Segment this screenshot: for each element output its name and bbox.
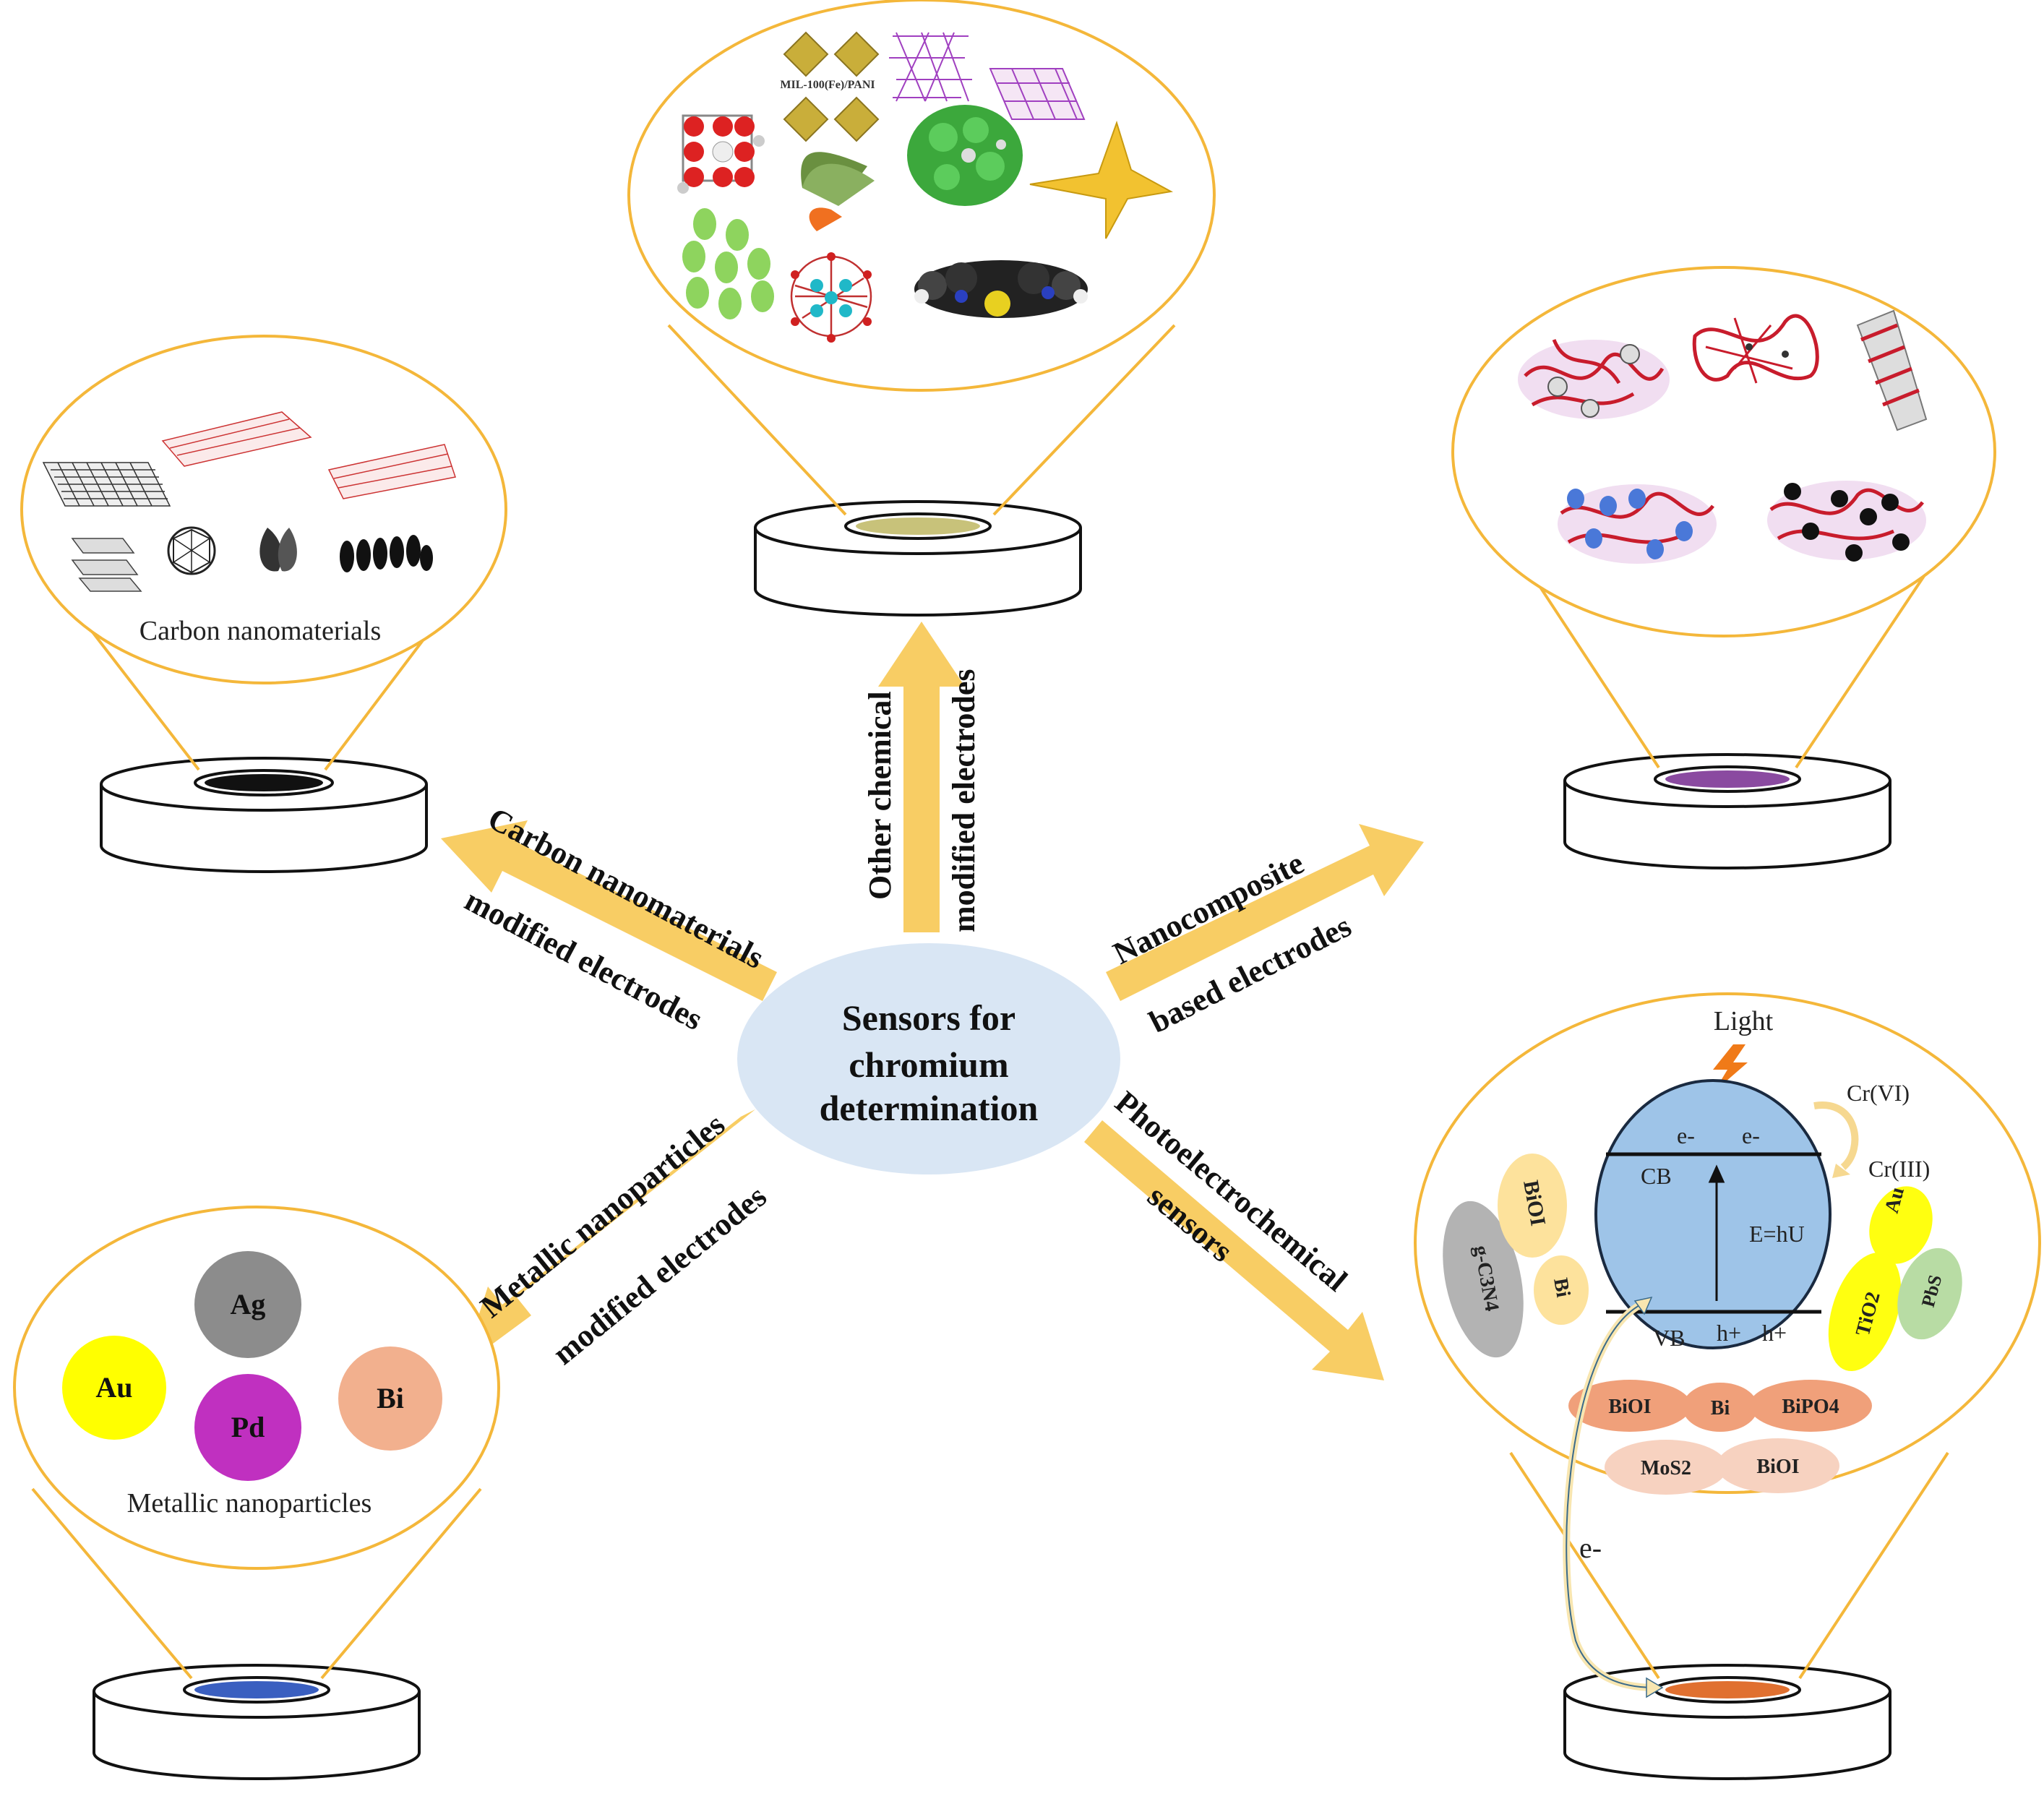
hole-1: h+	[1717, 1320, 1741, 1346]
bioi-bottom2-label: BiOI	[1756, 1456, 1799, 1478]
arrow-metallic	[463, 1109, 755, 1366]
polymer-network-icon-2	[1692, 314, 1819, 384]
hole-2: h+	[1762, 1320, 1787, 1346]
cr3-label: Cr(III)	[1868, 1156, 1930, 1182]
bi-bottom-ellipse	[1683, 1383, 1758, 1432]
mof-label: MIL-100(Fe)/PANI	[780, 79, 875, 91]
label-metallic-line1: Metallic nanoparticles	[473, 1107, 731, 1325]
other-illustrations: MIL-100(Fe)/PANI	[677, 31, 1174, 343]
stacked-graphene-icon	[71, 538, 142, 592]
vb-label: VB	[1653, 1325, 1685, 1351]
bi-bottom-label: Bi	[1711, 1397, 1730, 1419]
crystal-cube-icon	[677, 114, 765, 194]
bubble-other	[627, 0, 1216, 516]
bipo4-label: BiPO4	[1782, 1396, 1839, 1418]
photo-illustrations: Light e- e- CB VB h+ h+ E=hU Cr(VI) Cr(I…	[1443, 1006, 1962, 1698]
label-carbon-line1: Carbon nanomaterials	[482, 801, 769, 976]
np-bi-label: Bi	[377, 1382, 404, 1414]
np-au-circle	[62, 1336, 166, 1440]
carbon-illustrations: Carbon nanomaterials	[42, 411, 456, 646]
polyoxometalate-icon	[790, 252, 872, 343]
np-ag-label: Ag	[231, 1288, 266, 1320]
gold-star-icon	[1029, 120, 1174, 239]
cnt-polymer-icon	[1856, 309, 1928, 431]
electrode-nanocomposite	[1563, 753, 1891, 869]
electron-2: e-	[1742, 1122, 1760, 1148]
bi-left-label: Bi	[1549, 1276, 1574, 1300]
lattice-icon-1	[889, 32, 972, 102]
electrode-other	[754, 500, 1082, 617]
metallic-illustrations: Ag Au Pd Bi Metallic nanoparticles	[62, 1251, 442, 1519]
cr6-label: Cr(VI)	[1847, 1080, 1910, 1106]
np-au-label: Au	[95, 1371, 132, 1404]
carbon-nanohorn-icon	[259, 528, 297, 572]
label-other-line1: Other chemical	[862, 691, 898, 900]
graphene-sheet-icon	[42, 462, 171, 507]
tio2-ellipse	[1828, 1252, 1902, 1372]
electron-1: e-	[1677, 1122, 1695, 1148]
arrow-nanocomposite	[1106, 824, 1424, 1001]
arrow-up	[878, 622, 965, 932]
carbon-caption: Carbon nanomaterials	[139, 616, 382, 646]
electrode-photo	[1563, 1664, 1891, 1780]
cb-label: CB	[1641, 1163, 1672, 1189]
np-pd-circle	[194, 1374, 301, 1481]
polymer-network-icon-1	[1518, 339, 1670, 419]
au-ellipse	[1869, 1186, 1933, 1264]
center-title-line2: chromium	[849, 1044, 1008, 1085]
mos2-label: MoS2	[1641, 1457, 1691, 1479]
arrows	[441, 622, 1424, 1380]
fan-structure-icon	[801, 152, 875, 231]
polymer-black-particles-icon	[1767, 481, 1926, 562]
metallic-caption: Metallic nanoparticles	[127, 1488, 372, 1519]
mos2-ellipse	[1605, 1440, 1727, 1495]
label-other-line2: modified electrodes	[946, 669, 982, 932]
gc3n4-ellipse	[1443, 1200, 1524, 1358]
bioi-bottom-ellipse	[1568, 1380, 1691, 1432]
label-metallic-line2: modified electrodes	[546, 1178, 773, 1371]
arrow-carbon	[441, 820, 777, 1001]
np-pd-label: Pd	[231, 1411, 265, 1443]
bi-left-ellipse	[1534, 1255, 1589, 1325]
center-title-line1: Sensors for	[842, 997, 1015, 1038]
electrode-carbon	[100, 757, 428, 873]
cr-reduction-arrow	[1813, 1101, 1859, 1170]
bioi-left-ellipse	[1498, 1154, 1567, 1258]
fullerene-icon	[167, 526, 216, 575]
carbon-dots-icon	[340, 535, 433, 572]
band-diagram-circle	[1594, 1079, 1832, 1349]
np-bi-circle	[338, 1346, 442, 1451]
methylene-blue-icon	[914, 260, 1088, 318]
green-dots-icon	[682, 208, 774, 319]
np-ag-circle	[194, 1251, 301, 1358]
electrode-electron-label: e-	[1579, 1532, 1602, 1564]
energy-label: E=hU	[1749, 1221, 1805, 1247]
center-title-line3: determination	[820, 1088, 1039, 1128]
bipo4-ellipse	[1749, 1380, 1872, 1432]
bioi-bottom-label: BiOI	[1608, 1396, 1651, 1418]
arrow-photo	[1084, 1120, 1384, 1380]
bubble-carbon	[20, 335, 507, 771]
light-label: Light	[1714, 1006, 1774, 1036]
nanocomposite-illustrations	[1518, 309, 1928, 564]
green-molecule-icon	[907, 105, 1023, 206]
electrode-metallic	[93, 1664, 421, 1780]
mof-pani-icon	[783, 31, 880, 142]
pbs-ellipse	[1897, 1247, 1962, 1340]
graphene-oxide-icon	[161, 411, 456, 499]
lattice-icon-2	[989, 68, 1086, 120]
center-node: Sensors for chromium determination	[737, 943, 1120, 1174]
bioi-bottom2-ellipse	[1717, 1438, 1839, 1493]
polymer-blue-particles-icon	[1558, 484, 1717, 564]
excitation-arrow-icon	[1708, 1164, 1725, 1301]
